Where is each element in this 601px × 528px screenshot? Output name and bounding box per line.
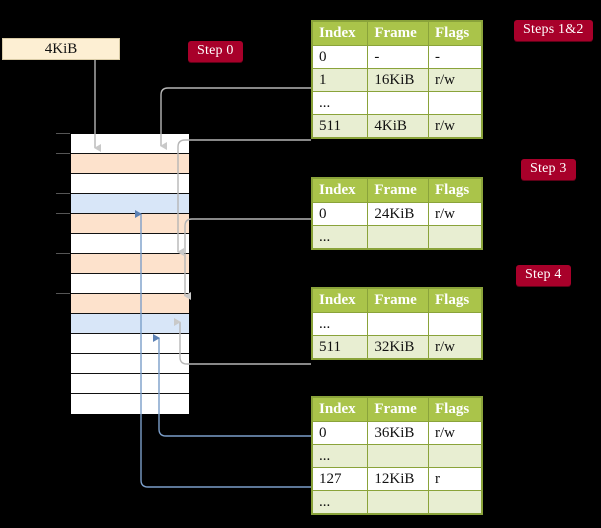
badge-step-4: Step 4 [516,265,571,286]
memory-frame-row [71,194,189,214]
table-cell: 127 [311,467,369,491]
table-cell: r/w [427,421,483,445]
table-cell [427,490,483,514]
memory-frame-row [71,374,189,394]
table-header-frame: Frame [367,178,429,203]
table-cell [427,91,483,115]
table-cell: r/w [427,202,483,226]
table-cell: ... [311,490,369,514]
source-frame-box: 4KiB [2,38,120,60]
memory-frame-row [71,294,189,314]
memory-frame-row [71,334,189,354]
table-cell: 12KiB [367,467,429,491]
memory-frame-row [71,254,189,274]
memory-frame-row [71,354,189,374]
table-cell: ... [311,312,369,336]
table-cell [367,91,429,115]
table-cell [427,225,483,249]
table-cell: 0 [311,202,369,226]
table-cell: 32KiB [367,335,429,359]
memory-frame-row [71,174,189,194]
table-header-index: Index [311,21,369,46]
table-cell [367,312,429,336]
table-cell: 4KiB [367,114,429,138]
table-header-flags: Flags [427,21,483,46]
table-cell [367,444,429,468]
table-cell: - [367,45,429,69]
table-header-frame: Frame [367,21,429,46]
table-cell: 16KiB [367,68,429,92]
table-cell: ... [311,444,369,468]
table-cell: ... [311,91,369,115]
table-header-index: Index [311,288,369,313]
memory-frame-row [71,234,189,254]
table-cell: 511 [311,114,369,138]
memory-row-tick [56,253,70,254]
table-cell: 0 [311,45,369,69]
table-row: 0-- [311,45,483,69]
memory-row-tick [56,133,70,134]
table-cell: r/w [427,335,483,359]
memory-row-tick [56,153,70,154]
memory-row-tick [56,293,70,294]
badge-step-0: Step 0 [188,41,243,62]
table-cell: - [427,45,483,69]
memory-row-tick [56,193,70,194]
table-cell [427,444,483,468]
table-row: ... [311,225,483,249]
memory-frame-row [71,214,189,234]
table-header-index: Index [311,178,369,203]
table-header-flags: Flags [427,178,483,203]
wire-step3 [184,218,311,300]
table-cell [367,225,429,249]
table-cell: 1 [311,68,369,92]
table-cell: r/w [427,68,483,92]
table-cell: ... [311,225,369,249]
table-row: ... [311,312,483,336]
table-header-frame: Frame [367,288,429,313]
table-cell: 24KiB [367,202,429,226]
table-cell: 0 [311,421,369,445]
table-cell: r/w [427,114,483,138]
table-cell [367,490,429,514]
table-header-index: Index [311,397,369,422]
source-frame-label: 4KiB [44,40,78,57]
table-cell [427,312,483,336]
memory-frame-row [71,394,189,414]
table-row: ... [311,490,483,514]
table-header-flags: Flags [427,288,483,313]
table-cell: r [427,467,483,491]
badge-steps-1-2: Steps 1&2 [514,20,593,41]
memory-frame-row [71,314,189,334]
table-row: ... [311,91,483,115]
table-header-flags: Flags [427,397,483,422]
table-cell: 511 [311,335,369,359]
wire-step12-b [177,139,311,256]
table-header-frame: Frame [367,397,429,422]
physical-memory-column [70,133,190,415]
memory-frame-row [71,134,189,154]
table-cell: 36KiB [367,421,429,445]
memory-frame-row [71,274,189,294]
badge-step-3: Step 3 [521,159,576,180]
memory-row-tick [56,213,70,214]
wire-step4 [174,318,311,365]
table-row: ... [311,444,483,468]
memory-frame-row [71,154,189,174]
